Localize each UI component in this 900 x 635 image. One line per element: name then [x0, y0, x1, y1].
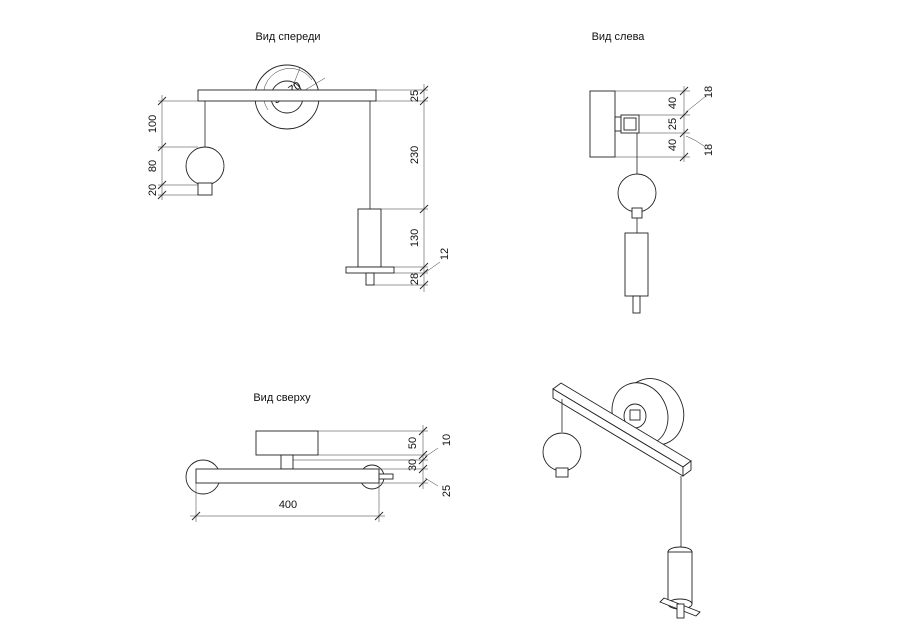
iso-stem: [676, 603, 685, 619]
side-arm-top-dim: 18: [703, 86, 715, 98]
front-top-dim: 25: [409, 90, 421, 102]
dimension-tick: [679, 110, 689, 120]
dimension-tick: [191, 511, 201, 521]
dimension-tick: [418, 426, 428, 436]
front-gap-dim: 12: [439, 248, 451, 260]
top-view-title: Вид сверху: [253, 392, 311, 404]
front-cap-dim: 20: [147, 184, 159, 196]
top-length-dim: 400: [279, 499, 297, 511]
front-left-cap: [197, 182, 213, 196]
front-right-shade: [357, 208, 382, 268]
side-mount-neck: [614, 116, 622, 132]
front-drop-dim: 230: [409, 146, 421, 164]
dimension-tick: [419, 268, 429, 278]
top-plate-dim: 50: [407, 437, 419, 449]
dimension-tick: [419, 280, 429, 290]
top-bar-dim: 25: [441, 485, 453, 497]
front-base-dim: 28: [409, 273, 421, 285]
dimension-tick: [157, 190, 167, 200]
leader-line: [685, 95, 707, 113]
front-left-ball: [185, 146, 225, 186]
leader-line: [424, 477, 439, 487]
front-rod-dim: 100: [147, 115, 159, 133]
iso-left-cap: [555, 467, 569, 478]
front-view: Вид спереди 30–70 100 80 20: [147, 31, 451, 292]
dimension-tick: [157, 142, 167, 152]
iso-left-ball: [542, 432, 582, 472]
top-view: Вид сверху 50 10 30 25 400: [185, 392, 453, 522]
side-bar-inner: [623, 117, 637, 131]
side-arm-bottom-dim: 18: [703, 144, 715, 156]
iso-right-shade: [667, 551, 693, 605]
dimension-tick: [418, 455, 428, 465]
front-right-base: [345, 266, 395, 274]
top-gap-dim: 10: [441, 434, 453, 446]
dimension-tick: [418, 478, 428, 488]
dimension-tick: [157, 180, 167, 190]
top-wall-plate: [255, 430, 319, 456]
side-ball: [617, 173, 657, 213]
dimension-tick: [418, 450, 428, 460]
front-view-title: Вид спереди: [255, 31, 320, 43]
side-wall-plate: [589, 90, 616, 158]
side-upper-dim: 40: [667, 97, 679, 109]
side-ball-cap: [631, 207, 643, 219]
dimension-tick: [419, 85, 429, 95]
iso-mount-block: [629, 409, 641, 421]
dimension-tick: [419, 96, 429, 106]
top-neck-dim: 30: [407, 459, 419, 471]
front-bar: [197, 89, 377, 102]
leader-line: [424, 447, 439, 458]
side-mount-dim: 25: [667, 118, 679, 130]
front-right-stem: [365, 272, 375, 286]
side-shade: [624, 232, 649, 297]
dimension-tick: [419, 262, 429, 272]
side-lower-dim: 40: [667, 139, 679, 151]
iso-bar-end: [682, 460, 692, 477]
dimension-tick: [418, 464, 428, 474]
dimension-tick: [679, 152, 689, 162]
side-view-title: Вид слева: [592, 31, 646, 43]
top-bar: [195, 468, 380, 484]
dimension-tick: [157, 96, 167, 106]
dimension-tick: [419, 204, 429, 214]
dimension-tick: [679, 128, 689, 138]
isometric-view: [542, 378, 701, 619]
dimension-tick: [679, 86, 689, 96]
side-view: Вид слева 40 25 40 18 18: [589, 31, 715, 314]
side-stem: [632, 295, 641, 314]
front-ball-dim: 80: [147, 160, 159, 172]
leader-line: [425, 261, 441, 273]
dimension-tick: [374, 511, 384, 521]
front-shade-dim: 130: [409, 229, 421, 247]
top-neck: [280, 454, 294, 470]
top-bar-end: [378, 473, 394, 480]
leader-line: [685, 135, 705, 147]
